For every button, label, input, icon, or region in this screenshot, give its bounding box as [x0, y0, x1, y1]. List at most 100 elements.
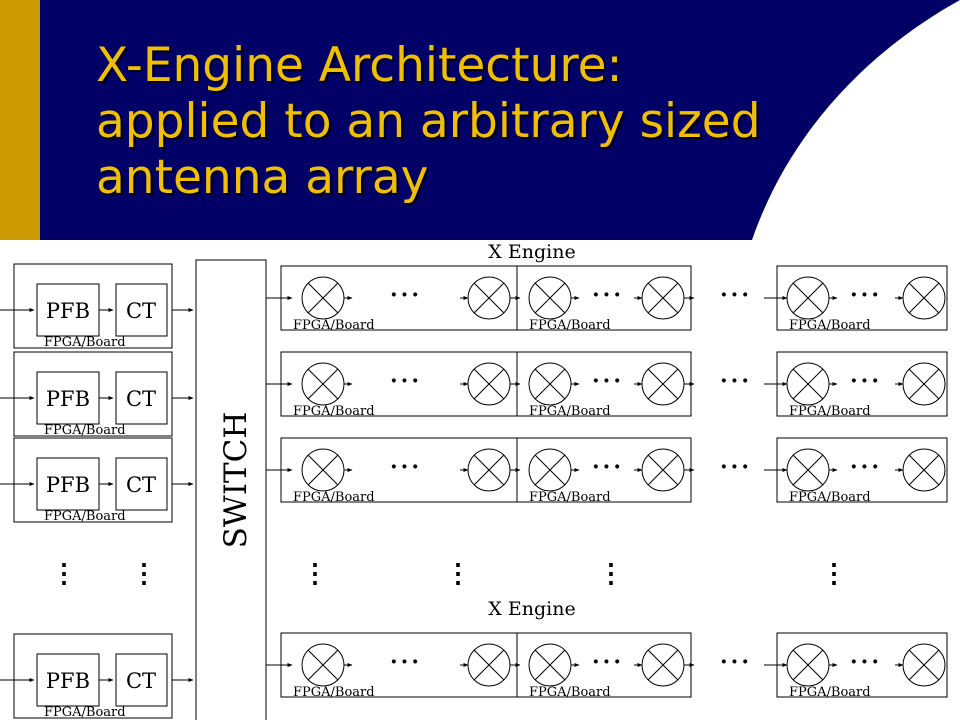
- x-engine-board-1: ··· FPGA/Board: [280, 632, 521, 700]
- ct-block: [115, 653, 168, 707]
- multiplier-circle: [902, 276, 946, 320]
- x-engine-rows-ellipsis: ⋮: [445, 559, 471, 589]
- multiplier-cross-stroke: [534, 454, 566, 486]
- slide-title: X-Engine Architecture: applied to an arb…: [96, 38, 796, 206]
- multiplier-icon: [641, 362, 685, 406]
- fpga-board-label: FPGA/Board: [293, 318, 375, 333]
- board-ellipsis: ···: [592, 282, 624, 308]
- multiplier-icon: [528, 643, 572, 687]
- between-boards-ellipsis: ···: [720, 454, 752, 480]
- fpga-board-label: FPGA/Board: [789, 404, 871, 419]
- input-board-frame: [13, 351, 173, 437]
- multiplier-icon: [528, 448, 572, 492]
- between-boards-ellipsis: ···: [720, 649, 752, 675]
- x-engine-board-2: ···FPGA/Board: [516, 632, 695, 700]
- multiplier-circle: [902, 448, 946, 492]
- x-engine-board-3: ··· FPGA/Board: [776, 632, 948, 700]
- x-engine-board-1: ···FPGA/Board: [280, 351, 521, 419]
- board-ellipsis: ···: [850, 282, 882, 308]
- fpga-board-label: FPGA/Board: [293, 490, 375, 505]
- multiplier-icon: [786, 276, 830, 320]
- multiplier-cross-stroke: [307, 282, 339, 314]
- multiplier-cross-stroke: [792, 368, 824, 400]
- x-engine-label: X Engine: [488, 598, 575, 620]
- multiplier-icon: [301, 643, 345, 687]
- input-rows-ellipsis: ⋮: [131, 559, 157, 589]
- ct-label: CT: [126, 669, 156, 693]
- ct-label: CT: [126, 387, 156, 411]
- ct-block: [115, 371, 168, 425]
- pfb-label: PFB: [46, 669, 90, 693]
- between-boards-ellipsis: ···: [720, 282, 752, 308]
- multiplier-cross-stroke: [908, 454, 940, 486]
- input-board-label: FPGA/Board: [44, 705, 126, 720]
- board-ellipsis: ···: [850, 649, 882, 675]
- input-board-frame: [13, 263, 173, 349]
- fpga-board-label: FPGA/Board: [789, 685, 871, 700]
- input-board-label: FPGA/Board: [44, 423, 126, 438]
- input-rows-ellipsis: ⋮: [51, 559, 77, 589]
- pfb-label: PFB: [46, 299, 90, 323]
- x-engine-board-2: ···FPGA/Board: [516, 437, 695, 505]
- multiplier-icon: [301, 276, 345, 320]
- fpga-board-label: FPGA/Board: [789, 490, 871, 505]
- multiplier-cross-stroke: [307, 454, 339, 486]
- multiplier-icon: [467, 448, 511, 492]
- x-engine-row-4: X Engine ··· FPGA/Board ··· FPGA/Board ··· FPG…: [266, 598, 948, 700]
- board-ellipsis: ···: [592, 368, 624, 394]
- multiplier-cross-stroke: [473, 282, 505, 314]
- multiplier-icon: [786, 448, 830, 492]
- multiplier-icon: [301, 448, 345, 492]
- x-engine-rows-ellipsis: ⋮: [821, 559, 847, 589]
- board-ellipsis: ···: [390, 368, 422, 394]
- multiplier-icon: [902, 276, 946, 320]
- multiplier-cross-stroke: [908, 282, 940, 314]
- x-engine-board-3: ··· FPGA/Board: [776, 351, 948, 419]
- input-board-frame: [13, 633, 173, 719]
- fpga-board-label: FPGA/Board: [529, 404, 611, 419]
- multiplier-cross-stroke: [792, 649, 824, 681]
- slide-title-line-3: antenna array: [96, 150, 429, 205]
- switch-block: [195, 259, 267, 720]
- multiplier-cross-stroke: [647, 454, 679, 486]
- multiplier-cross-stroke: [792, 454, 824, 486]
- multiplier-icon: [786, 643, 830, 687]
- board-ellipsis: ···: [390, 282, 422, 308]
- input-board-label: FPGA/Board: [44, 509, 126, 524]
- board-ellipsis: ···: [390, 649, 422, 675]
- multiplier-cross-stroke: [473, 454, 505, 486]
- fpga-board-label: FPGA/Board: [529, 685, 611, 700]
- multiplier-cross-stroke: [307, 368, 339, 400]
- ct-label: CT: [126, 299, 156, 323]
- input-board-frame: [13, 437, 173, 523]
- multiplier-icon: [902, 448, 946, 492]
- x-engine-board-2: ··· FPGA/Board: [516, 351, 695, 419]
- x-engine-rows-ellipsis: ⋮: [302, 559, 328, 589]
- multiplier-cross-stroke: [534, 282, 566, 314]
- multiplier-icon: [641, 643, 685, 687]
- multiplier-icon: [528, 362, 572, 406]
- multiplier-icon: [641, 448, 685, 492]
- accent-strip: [0, 0, 40, 240]
- multiplier-cross-stroke: [647, 282, 679, 314]
- slide-title-line-1: X-Engine Architecture:: [96, 38, 623, 93]
- multiplier-icon: [902, 643, 946, 687]
- ct-block: [115, 283, 168, 337]
- multiplier-icon: [786, 362, 830, 406]
- board-ellipsis: ···: [390, 454, 422, 480]
- multiplier-cross-stroke: [534, 649, 566, 681]
- fpga-board-label: FPGA/Board: [293, 685, 375, 700]
- multiplier-cross-stroke: [908, 368, 940, 400]
- multiplier-icon: [467, 362, 511, 406]
- multiplier-cross-stroke: [908, 649, 940, 681]
- x-engine-board-3: ···FPGA/Board: [776, 265, 948, 333]
- ct-label: CT: [126, 473, 156, 497]
- x-engine-row-1: X Engine···FPGA/Board···FPGA/Board···FPG…: [266, 241, 948, 333]
- multiplier-cross-stroke: [473, 368, 505, 400]
- multiplier-circle: [902, 643, 946, 687]
- board-ellipsis: ···: [850, 368, 882, 394]
- x-engine-board-2: ···FPGA/Board: [516, 265, 695, 333]
